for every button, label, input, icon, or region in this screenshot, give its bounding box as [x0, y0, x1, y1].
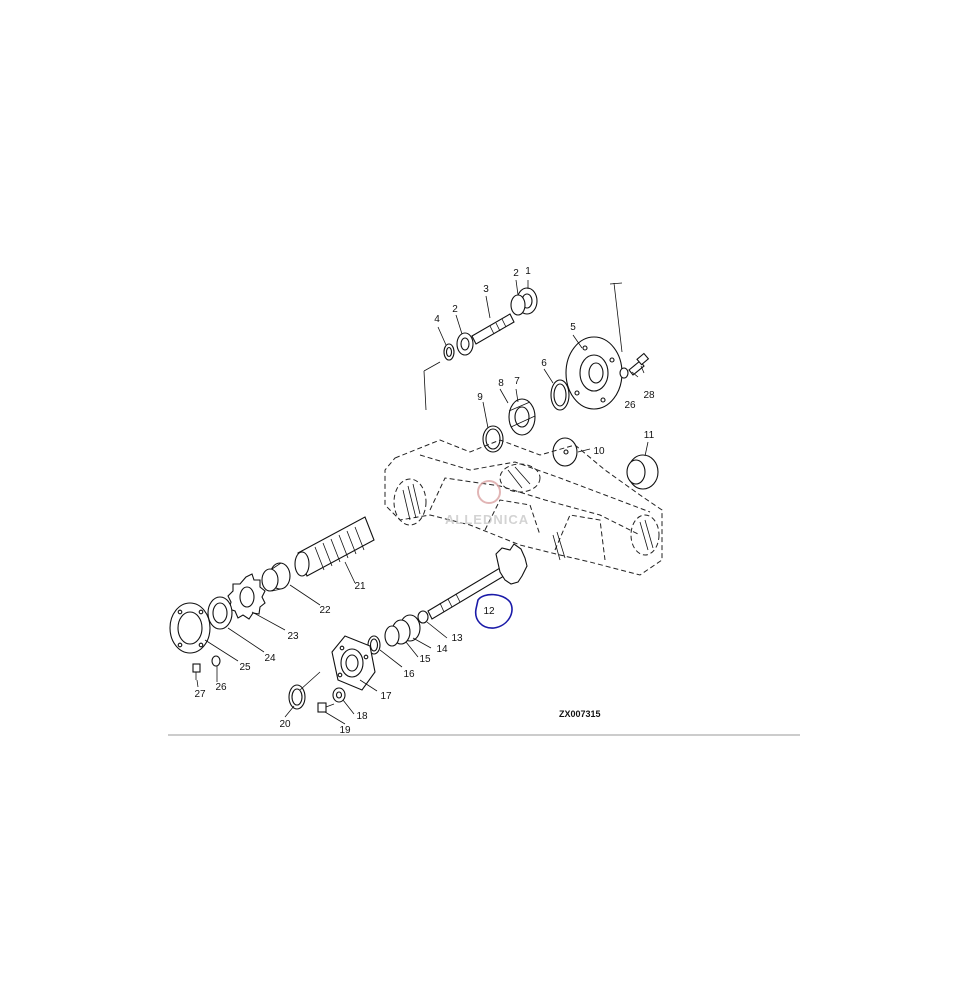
part-23-gear — [227, 573, 266, 620]
part-21-splined-shaft — [294, 516, 375, 577]
callout-11: 11 — [644, 430, 655, 441]
callout-9: 9 — [477, 392, 483, 403]
upper-inset-frame — [423, 282, 623, 411]
part-9-ring — [482, 425, 504, 453]
part-25-flange-cover — [169, 602, 211, 654]
part-12-output-shaft — [427, 543, 528, 620]
callout-27: 27 — [194, 689, 206, 700]
part-14-15-bearing — [384, 614, 421, 647]
watermark-text: ALLEDNICA — [445, 512, 529, 527]
watermark: ALLEDNICA — [445, 480, 529, 527]
callout-6: 6 — [541, 358, 547, 369]
callout-26-left: 26 — [215, 682, 227, 693]
part-4-snap-ring — [443, 343, 455, 361]
callout-16: 16 — [403, 669, 415, 680]
part-1-bearing — [510, 287, 538, 316]
part-2-bearing-left — [456, 332, 474, 356]
part-5-flange-cover — [565, 336, 623, 410]
callout-10: 10 — [593, 446, 605, 457]
leader-lines — [196, 279, 649, 725]
callout-22: 22 — [319, 605, 331, 616]
highlight-circle — [474, 593, 513, 629]
drawing-reference-code: ZX007315 — [559, 709, 601, 719]
part-10-disc — [552, 437, 578, 467]
callout-20: 20 — [279, 719, 291, 730]
callout-labels: 1 2 2 3 4 5 6 7 8 9 10 11 12 13 14 15 16… — [194, 266, 655, 736]
callout-2-left: 2 — [452, 304, 458, 315]
part-26-washer-top — [619, 367, 629, 379]
callout-2-top: 2 — [513, 268, 519, 279]
callout-23: 23 — [287, 631, 299, 642]
part-7-8-bearing-assembly — [508, 398, 536, 436]
callout-18: 18 — [356, 711, 368, 722]
callout-7: 7 — [514, 376, 520, 387]
callout-24: 24 — [264, 653, 276, 664]
callout-19: 19 — [339, 725, 351, 736]
part-26-washer-left — [211, 655, 221, 667]
callout-4: 4 — [434, 314, 440, 325]
part-27-bolt — [192, 663, 201, 680]
part-18-washer — [332, 687, 346, 703]
callout-1: 1 — [525, 266, 531, 277]
part-11-plug — [626, 454, 659, 490]
callout-21: 21 — [354, 581, 366, 592]
part-24-bearing — [207, 596, 233, 630]
callout-25: 25 — [239, 662, 251, 673]
part-22-bearing — [261, 562, 291, 592]
callout-12: 12 — [483, 606, 495, 617]
callout-17: 17 — [380, 691, 392, 702]
callout-28: 28 — [643, 390, 655, 401]
callout-15: 15 — [419, 654, 431, 665]
callout-3: 3 — [483, 284, 489, 295]
callout-8: 8 — [498, 378, 504, 389]
part-3-shaft — [471, 313, 515, 345]
part-19-bolt — [317, 702, 335, 713]
part-6-ring — [550, 379, 570, 411]
callout-13: 13 — [451, 633, 463, 644]
housing-outline — [384, 439, 663, 576]
callout-14: 14 — [436, 644, 448, 655]
callout-5: 5 — [570, 322, 576, 333]
part-17-bearing-housing — [331, 635, 376, 691]
part-28-bolt — [628, 352, 650, 376]
part-20-seal-ring — [288, 684, 306, 710]
part-13-ring — [417, 610, 429, 624]
callout-26-top: 26 — [624, 400, 636, 411]
